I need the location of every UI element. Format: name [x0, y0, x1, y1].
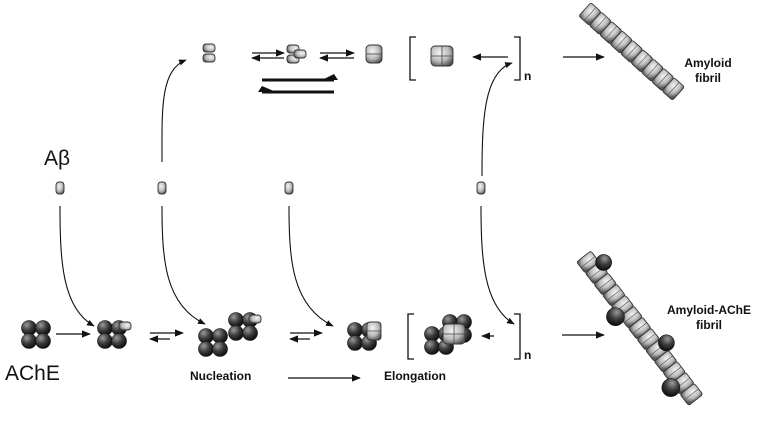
- curved-arrow-down-2: [161, 205, 206, 325]
- elongation-label: Elongation: [384, 369, 446, 383]
- equilibrium-arrow-bottom-2: [289, 329, 323, 343]
- subscript-n-top: n: [524, 69, 531, 83]
- curved-arrow-up-2: [481, 62, 513, 177]
- abeta-oligomer-top-2: [365, 44, 383, 64]
- curved-arrow-down-3: [288, 205, 334, 327]
- bracket-top: [409, 36, 521, 81]
- bracket-bottom: [407, 313, 521, 360]
- nucleation-label: Nucleation: [190, 369, 252, 383]
- amyloid-fibril: [578, 2, 685, 101]
- ache-fibril-label-line1: Amyloid-AChE: [667, 303, 751, 317]
- ache-abeta-complex-1: [97, 320, 132, 349]
- curved-arrow-up-1: [161, 59, 187, 163]
- amyloid-fibril-label: Amyloid fibril: [678, 56, 738, 86]
- ache-tetramer: [21, 320, 51, 349]
- abeta-monomer-1: [55, 181, 65, 195]
- ache-abeta-nucleation-complex: [198, 312, 262, 357]
- abeta-label: Aβ: [44, 147, 71, 170]
- ache-fibril-label: Amyloid-AChE fibril: [662, 303, 756, 333]
- ache-label: AChE: [5, 362, 60, 385]
- equilibrium-arrow-bottom-1: [149, 329, 184, 343]
- abeta-monomer-2: [157, 181, 167, 195]
- ache-abeta-elongation-complex: [424, 314, 472, 355]
- abeta-dimer-top: [202, 43, 216, 63]
- curved-arrow-down-1: [59, 205, 95, 327]
- abeta-nucleus-top: [430, 45, 454, 67]
- ache-fibril-label-line2: fibril: [696, 318, 722, 332]
- large-equilibrium-arrow: [258, 74, 338, 94]
- abeta-oligomer-top-1: [286, 44, 307, 64]
- abeta-monomer-4: [476, 181, 486, 195]
- equilibrium-arrow-top-1: [251, 49, 285, 62]
- equilibrium-arrow-top-2: [319, 49, 355, 62]
- amyloid-fibril-label-line1: Amyloid: [684, 56, 732, 70]
- amyloid-ache-fibril: [576, 250, 704, 406]
- subscript-n-bottom: n: [524, 348, 531, 362]
- ache-abeta-complex-2: [347, 321, 382, 351]
- abeta-monomer-3: [284, 181, 294, 195]
- curved-arrow-down-4: [480, 205, 515, 325]
- amyloid-fibril-label-line2: fibril: [695, 71, 721, 85]
